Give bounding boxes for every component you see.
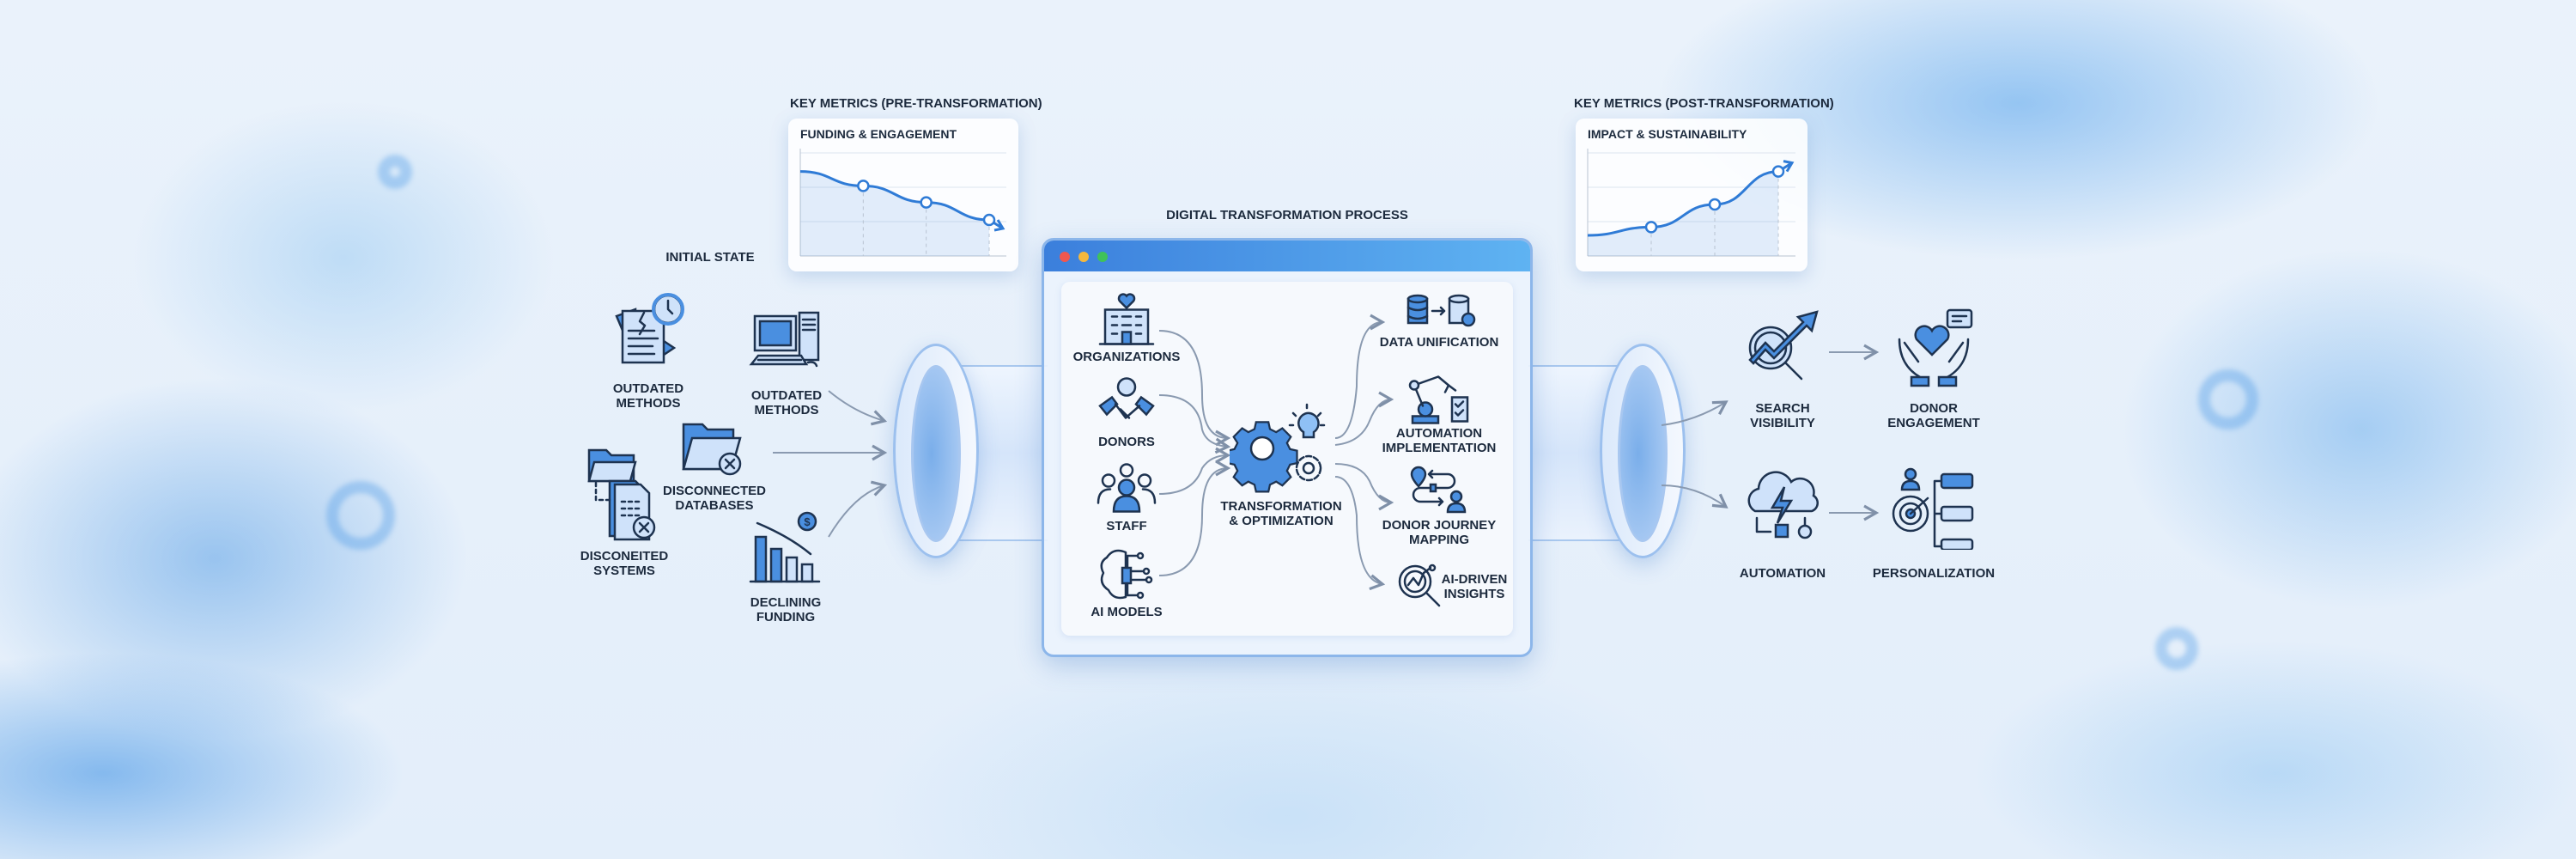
- series-area: [1588, 171, 1778, 256]
- magnifier-chart-icon: [1398, 564, 1441, 607]
- input-label: ORGANIZATIONS: [1072, 350, 1181, 364]
- old-computer-icon: [749, 311, 820, 368]
- input-label: DONORS: [1098, 435, 1155, 449]
- data-point: [1708, 198, 1722, 211]
- funding-line-chart: [799, 149, 1006, 257]
- journey-map-icon: [1410, 466, 1467, 514]
- input-label: STAFF: [1106, 519, 1147, 533]
- bubble-decoration: [2155, 627, 2198, 670]
- pre-metrics-heading: KEY METRICS (PRE-TRANSFORMATION): [790, 96, 1042, 111]
- chart-title: FUNDING & ENGAGEMENT: [800, 127, 957, 141]
- document-clock-icon: [615, 293, 684, 364]
- data-point: [920, 196, 933, 209]
- brain-chip-icon: [1100, 549, 1153, 600]
- search-growth-icon: [1748, 310, 1819, 381]
- chart-title: IMPACT & SUSTAINABILITY: [1588, 127, 1747, 141]
- files-x-icon: [587, 448, 656, 541]
- cloud-bolt-icon: [1747, 471, 1820, 539]
- series-area: [800, 171, 989, 256]
- data-point: [1644, 221, 1658, 234]
- maximize-dot: [1097, 252, 1108, 262]
- declining-bars-icon: $: [749, 511, 821, 583]
- data-point: [1771, 165, 1785, 178]
- outcome-label: AUTOMATION: [1739, 566, 1826, 581]
- folder-x-icon: [682, 423, 742, 476]
- series-line: [799, 170, 990, 222]
- svg-text:$: $: [804, 515, 811, 528]
- bubble-decoration: [378, 155, 412, 189]
- post-metrics-heading: KEY METRICS (POST-TRANSFORMATION): [1574, 96, 1834, 111]
- close-dot: [1060, 252, 1070, 262]
- data-point: [857, 180, 870, 192]
- initial-state-heading: INITIAL STATE: [665, 250, 755, 265]
- post-metrics-chart-card: IMPACT & SUSTAINABILITY: [1576, 119, 1807, 271]
- data-point: [982, 213, 996, 227]
- process-heading: DIGITAL TRANSFORMATION PROCESS: [1166, 208, 1408, 222]
- hands-heart-icon: [1898, 308, 1973, 387]
- window-title-bar: [1044, 241, 1530, 271]
- right-pipe-ring: [1600, 344, 1686, 558]
- minimize-dot: [1078, 252, 1089, 262]
- left-pipe-ring: [893, 344, 979, 558]
- center-label: TRANSFORMATION& OPTIMIZATION: [1220, 499, 1342, 528]
- team-icon: [1097, 463, 1157, 513]
- robot-arm-icon: [1408, 375, 1469, 424]
- impact-line-chart: [1587, 149, 1795, 257]
- building-heart-icon: [1098, 293, 1155, 345]
- output-label: DATA UNIFICATION: [1379, 335, 1499, 350]
- outcome-label: PERSONALIZATION: [1872, 566, 1996, 581]
- gears-lightbulb-icon: [1230, 403, 1326, 493]
- handshake-icon: [1098, 377, 1155, 419]
- series-line: [1587, 170, 1779, 237]
- database-sync-icon: [1406, 294, 1476, 327]
- input-label: AI MODELS: [1091, 605, 1163, 619]
- target-profile-icon: [1892, 467, 1974, 550]
- pre-metrics-chart-card: FUNDING & ENGAGEMENT: [788, 119, 1018, 271]
